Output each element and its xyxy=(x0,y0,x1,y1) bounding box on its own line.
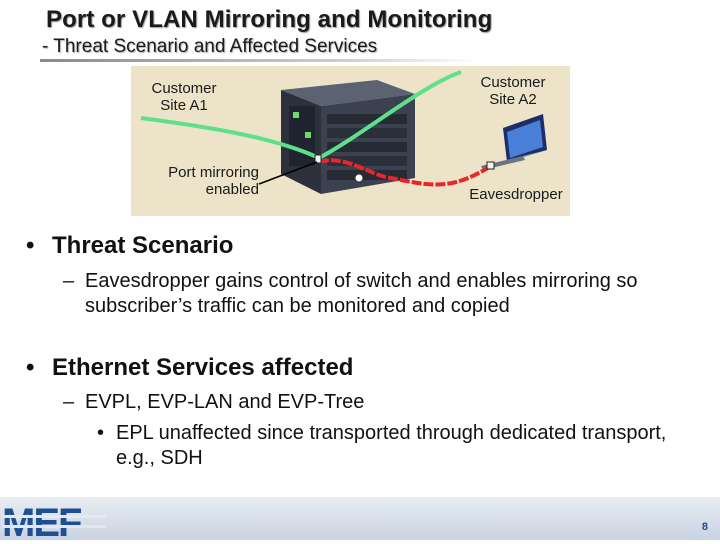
footer-bar xyxy=(0,497,720,540)
bullet-text: Ethernet Services affected xyxy=(52,354,354,381)
bullet-threat-detail: – Eavesdropper gains control of switch a… xyxy=(63,269,670,319)
bullet-text: EVPL, EVP-LAN and EVP-Tree xyxy=(85,391,365,413)
customer-traffic-path-a2 xyxy=(318,70,462,160)
monitor-port-marker xyxy=(354,173,364,183)
switch-chassis xyxy=(281,80,415,194)
label-eavesdropper: Eavesdropper xyxy=(469,186,563,203)
bullet-dot: • xyxy=(26,354,35,381)
diagram-graphic xyxy=(140,70,547,194)
bullet-threat-scenario: • Threat Scenario xyxy=(26,232,234,260)
bullet-services-list: – EVPL, EVP-LAN and EVP-Tree xyxy=(63,390,670,415)
bullet-text: EPL unaffected since transported through… xyxy=(116,422,667,469)
mef-logo-graphic: MEF xyxy=(2,501,106,544)
page-number: 8 xyxy=(701,521,708,533)
bullet-dot: • xyxy=(97,422,105,444)
slide-title: Port or VLAN Mirroring and Monitoring xyxy=(46,6,493,33)
customer-traffic-path xyxy=(140,116,320,160)
laptop-port-marker xyxy=(486,161,495,170)
slide-subtitle: - Threat Scenario and Affected Services xyxy=(42,36,378,57)
mirror-port-marker xyxy=(314,154,322,164)
bullet-dot: • xyxy=(26,232,35,259)
bullet-dash: – xyxy=(63,391,75,413)
bullet-epl-note: • EPL unaffected since transported throu… xyxy=(97,421,681,471)
bullet-text: Eavesdropper gains control of switch and… xyxy=(85,270,638,317)
title-underline xyxy=(40,59,480,62)
bullet-ethernet-services: • Ethernet Services affected xyxy=(26,354,354,382)
bullet-dash: – xyxy=(63,270,75,292)
mef-logo-text: MEF xyxy=(2,503,81,539)
bullet-text: Threat Scenario xyxy=(52,232,234,259)
pointer-line xyxy=(258,161,318,185)
mef-logo: MEF xyxy=(2,501,106,544)
mirrored-traffic-path xyxy=(318,158,493,187)
